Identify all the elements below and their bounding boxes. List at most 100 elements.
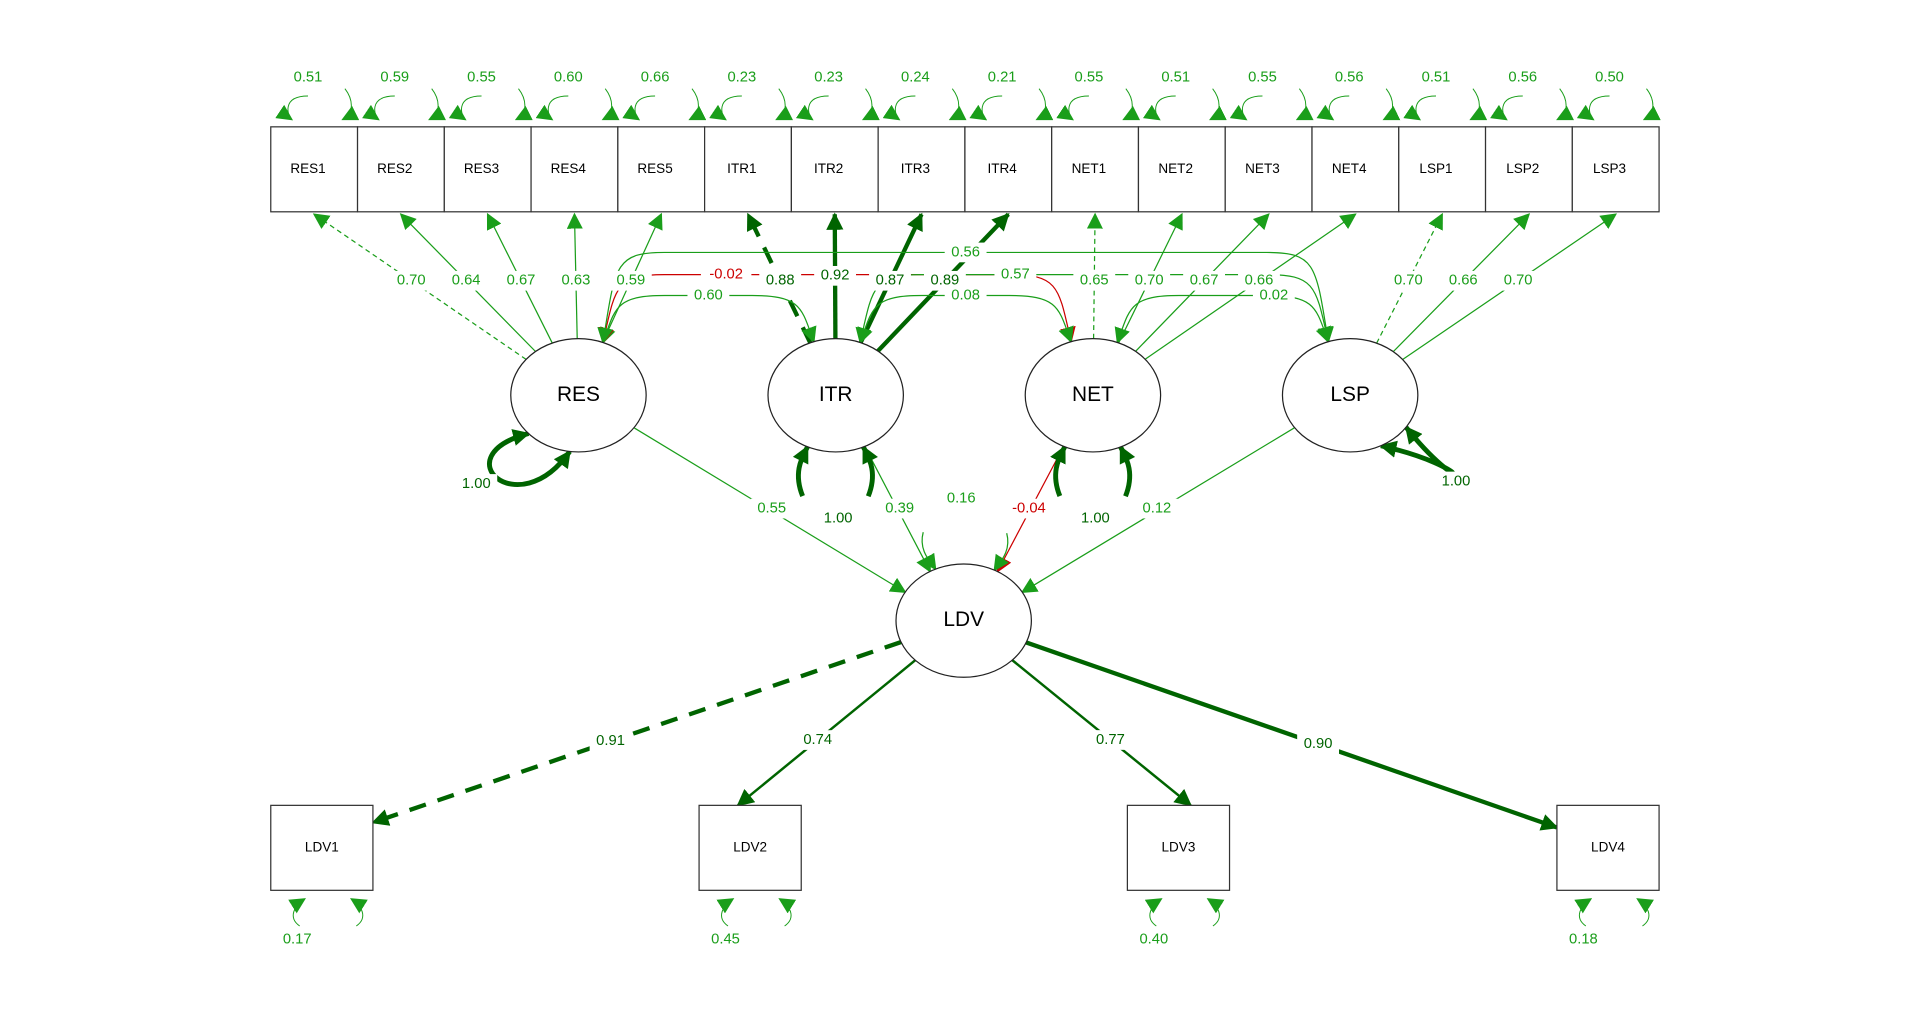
residual-arrow <box>1316 95 1350 121</box>
manifest-label: LDV4 <box>1591 839 1625 854</box>
manifest-box-net1 <box>1051 126 1140 213</box>
residual-arrow <box>688 88 707 121</box>
manifest-label: LSP2 <box>1506 161 1539 176</box>
residual-value-bg <box>287 67 329 88</box>
loading-value-bg <box>1073 270 1116 291</box>
manifest-label: RES1 <box>290 161 325 176</box>
residual-arrow <box>1206 898 1225 927</box>
residual-arrow <box>1469 88 1488 121</box>
manifest-label: ITR2 <box>814 161 843 176</box>
covariance-path-net-lsp <box>1114 294 1331 344</box>
loading-value-bg <box>1089 730 1132 750</box>
variance-value-bg <box>1435 471 1477 492</box>
loading-value: 0.92 <box>821 268 850 284</box>
latent-label: NET <box>1072 383 1114 406</box>
loading-path-ldv-ldv4 <box>1025 640 1559 831</box>
residual-value-bg <box>1562 929 1605 950</box>
residual-value: 0.51 <box>294 69 323 85</box>
loading-value: 0.77 <box>1096 732 1125 748</box>
variance-loop <box>920 532 937 571</box>
residual-arrow <box>1056 95 1089 121</box>
residual-value: 0.24 <box>901 69 930 85</box>
residual-arrow <box>1490 95 1523 121</box>
loading-value-bg <box>390 270 433 291</box>
residual-arrow <box>350 898 368 927</box>
manifest-box-net4 <box>1311 126 1400 213</box>
manifest-label: LDV2 <box>733 839 767 854</box>
loading-value: 0.87 <box>876 273 905 289</box>
manifest-box-ldv3 <box>1126 804 1231 891</box>
manifest-box-res4 <box>530 126 619 213</box>
loading-value-bg <box>1128 270 1171 291</box>
residual-value-bg <box>1132 929 1175 950</box>
residual-arrow <box>1576 95 1610 121</box>
loading-value-bg <box>1442 270 1485 291</box>
residual-value-bg <box>1588 67 1631 88</box>
residual-arrow <box>448 95 482 121</box>
loading-value-bg <box>445 270 488 291</box>
residual-arrow <box>275 95 309 121</box>
residual-value-bg <box>460 67 503 88</box>
residual-arrow <box>795 95 829 121</box>
residual-arrow <box>716 898 735 927</box>
residual-arrow <box>1642 88 1661 121</box>
variance-value-bg <box>940 488 983 509</box>
residual-value: 0.18 <box>1569 931 1598 947</box>
variance-loop <box>487 429 572 487</box>
variance-loop <box>1118 445 1136 498</box>
variance-loop <box>792 445 810 497</box>
residual-value: 0.23 <box>814 69 843 85</box>
residual-value-bg <box>720 67 763 88</box>
loading-value: 0.70 <box>1394 273 1423 289</box>
manifest-label: NET2 <box>1158 161 1193 176</box>
loading-value: 0.88 <box>766 273 795 289</box>
residual-value-bg <box>1241 67 1284 88</box>
residual-arrow <box>882 95 916 121</box>
residual-arrow <box>1142 95 1176 121</box>
loading-value: 0.59 <box>616 273 645 289</box>
loading-value: 0.70 <box>397 273 426 289</box>
manifest-box-itr2 <box>790 126 879 213</box>
loading-value: 0.66 <box>1449 273 1478 289</box>
residual-value-bg <box>981 67 1024 88</box>
residual-value: 0.23 <box>727 69 756 85</box>
covariance-value-bg <box>944 242 987 263</box>
loading-value: 0.66 <box>1245 273 1274 289</box>
covariance-value-bg <box>700 264 752 285</box>
residual-value: 0.45 <box>711 931 740 947</box>
manifest-box-res2 <box>356 126 445 213</box>
manifest-box-itr1 <box>704 126 792 213</box>
residual-arrow <box>709 95 742 121</box>
latent-label: LDV <box>943 608 984 631</box>
residual-value: 0.55 <box>1248 69 1277 85</box>
residual-value: 0.51 <box>1422 69 1451 85</box>
covariance-value-bg <box>994 264 1037 285</box>
residual-value: 0.60 <box>554 69 583 85</box>
loading-value-bg <box>869 270 911 291</box>
residual-arrow <box>362 95 395 121</box>
loading-value-bg <box>759 270 802 291</box>
manifest-label: ITR3 <box>901 161 930 176</box>
residual-value: 0.55 <box>1075 69 1104 85</box>
residual-arrow <box>1035 88 1054 121</box>
residual-arrow <box>1556 88 1574 121</box>
covariance-value: 0.02 <box>1259 287 1288 303</box>
loading-value-bg <box>1497 270 1540 291</box>
residual-arrow <box>514 88 533 121</box>
covariance-value: 0.57 <box>1001 267 1030 283</box>
residual-arrow <box>861 88 880 121</box>
residual-value-bg <box>373 67 416 88</box>
latent-node-lsp <box>1281 338 1419 453</box>
covariance-value: 0.56 <box>951 244 980 260</box>
loading-value: 0.63 <box>562 273 591 289</box>
covariance-value: 0.08 <box>951 287 980 303</box>
loading-value: 0.91 <box>596 733 625 749</box>
manifest-label: ITR1 <box>727 161 756 176</box>
loading-value-bg <box>500 270 542 291</box>
latent-label: LSP <box>1330 383 1370 406</box>
loading-value: 0.65 <box>1080 273 1109 289</box>
manifest-label: NET3 <box>1245 161 1280 176</box>
residual-arrow <box>535 95 569 121</box>
residual-arrow <box>288 898 306 927</box>
